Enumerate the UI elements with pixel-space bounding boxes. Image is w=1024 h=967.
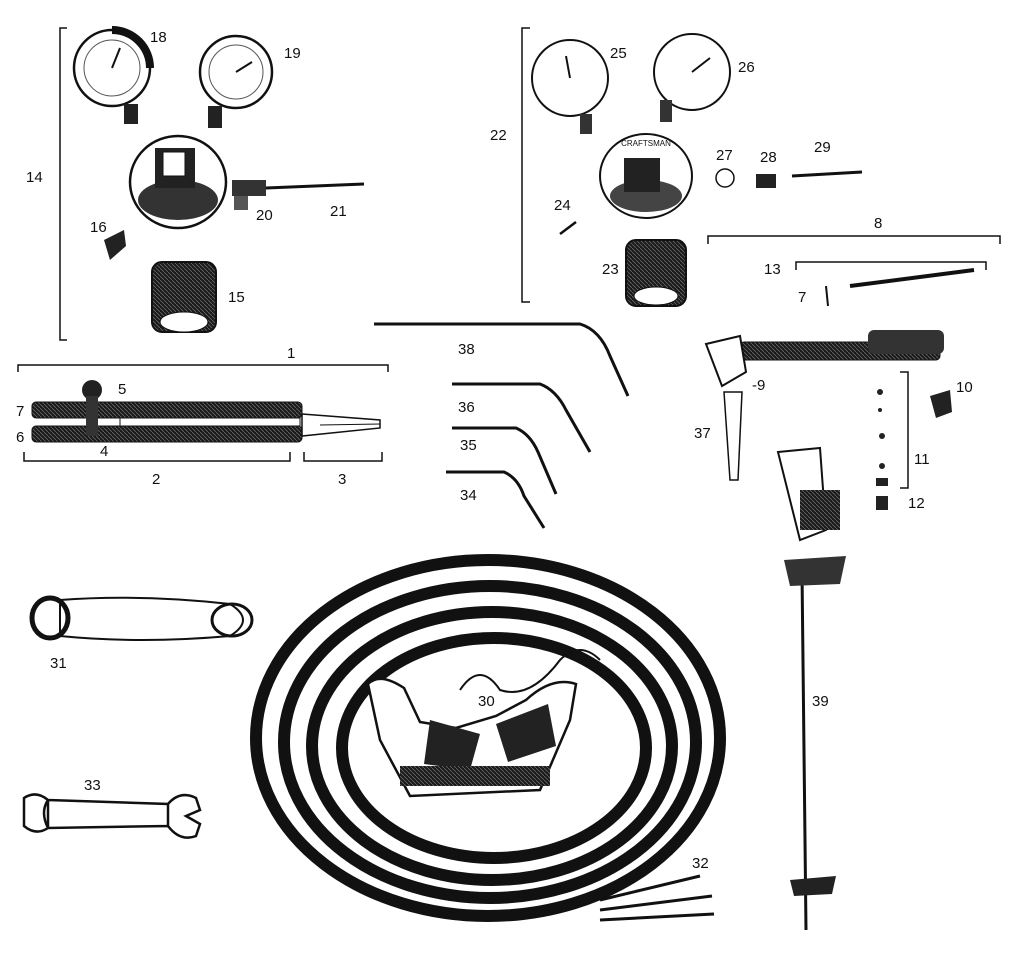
callout-12: 12	[908, 495, 925, 512]
bracket-13	[795, 261, 987, 270]
callout-3: 3	[338, 471, 347, 488]
torch-tip-3	[301, 413, 381, 437]
cutting-attachment	[704, 330, 944, 388]
clip-10	[930, 390, 952, 418]
fitting-28	[756, 174, 776, 188]
tube-36	[452, 382, 592, 453]
regulator-body-right: CRAFTSMAN	[599, 133, 693, 219]
callout-5: 5	[118, 381, 127, 398]
bracket-2	[23, 452, 291, 462]
small-parts-11	[876, 389, 888, 510]
bracket-14	[59, 27, 67, 341]
callout-32: 32	[692, 855, 709, 872]
callout-15: 15	[228, 289, 245, 306]
gauge-25	[531, 39, 609, 134]
callout-16: 16	[90, 219, 107, 236]
tube-38	[374, 322, 630, 397]
bracket-8	[707, 235, 1001, 244]
callout-19: 19	[284, 45, 301, 62]
torch-handle-2	[31, 380, 303, 443]
tube-34	[446, 470, 546, 529]
callout-29: 29	[814, 139, 831, 156]
hose-32-ends	[599, 874, 715, 922]
callout-39: 39	[812, 693, 829, 710]
hose-32	[250, 554, 726, 922]
callout-6: 6	[16, 429, 25, 446]
callout-8: 8	[874, 215, 883, 232]
callout-10: 10	[956, 379, 973, 396]
tube-35	[452, 426, 558, 495]
gauge-26	[653, 33, 731, 122]
callout-20: 20	[256, 207, 273, 224]
key-21	[265, 182, 365, 190]
callout-18: 18	[150, 29, 167, 46]
ring-27	[715, 168, 735, 188]
callout-14: 14	[26, 169, 43, 186]
guide-39	[776, 446, 846, 931]
callout-7b: 7	[798, 289, 807, 306]
cover-23	[625, 239, 687, 307]
lever-13	[849, 268, 975, 288]
bracket-11	[900, 371, 909, 489]
callout-22: 22	[490, 127, 507, 144]
cover-15	[151, 261, 217, 333]
callout-26: 26	[738, 59, 755, 76]
callout-11: 11	[914, 451, 930, 468]
callout-31: 31	[50, 655, 67, 672]
callout-23: 23	[602, 261, 619, 278]
callout-7: 7	[16, 403, 25, 420]
regulator-dial-text: CRAFTSMAN	[621, 139, 671, 148]
callout-28: 28	[760, 149, 777, 166]
bracket-3	[303, 452, 383, 462]
callout-30: 30	[478, 693, 495, 710]
callout-38: 38	[458, 341, 475, 358]
callout-1: 1	[287, 345, 296, 362]
regulator-body-left	[128, 134, 228, 230]
callout-2: 2	[152, 471, 161, 488]
lighter-31	[29, 595, 254, 641]
tip-37	[723, 391, 743, 481]
bracket-22	[521, 27, 530, 303]
callout-25: 25	[610, 45, 627, 62]
goggles-30	[366, 649, 601, 798]
callout-21: 21	[330, 203, 347, 220]
callout-13: 13	[764, 261, 781, 278]
gauge-18	[72, 26, 154, 124]
callout-35: 35	[460, 437, 477, 454]
callout-9: -9	[752, 377, 766, 394]
callout-24: 24	[554, 197, 571, 214]
wrench-33	[22, 793, 202, 839]
fitting-16	[104, 230, 126, 260]
bracket-1	[17, 364, 389, 372]
gauge-19	[198, 34, 274, 128]
callout-34: 34	[460, 487, 477, 504]
fitting-20	[232, 180, 266, 210]
callout-4: 4	[100, 443, 109, 460]
callout-33: 33	[84, 777, 101, 794]
callout-36: 36	[458, 399, 475, 416]
pin-7	[825, 285, 829, 307]
callout-27: 27	[716, 147, 733, 164]
callout-37: 37	[694, 425, 711, 442]
fitting-24	[559, 221, 577, 235]
key-29	[791, 170, 863, 178]
